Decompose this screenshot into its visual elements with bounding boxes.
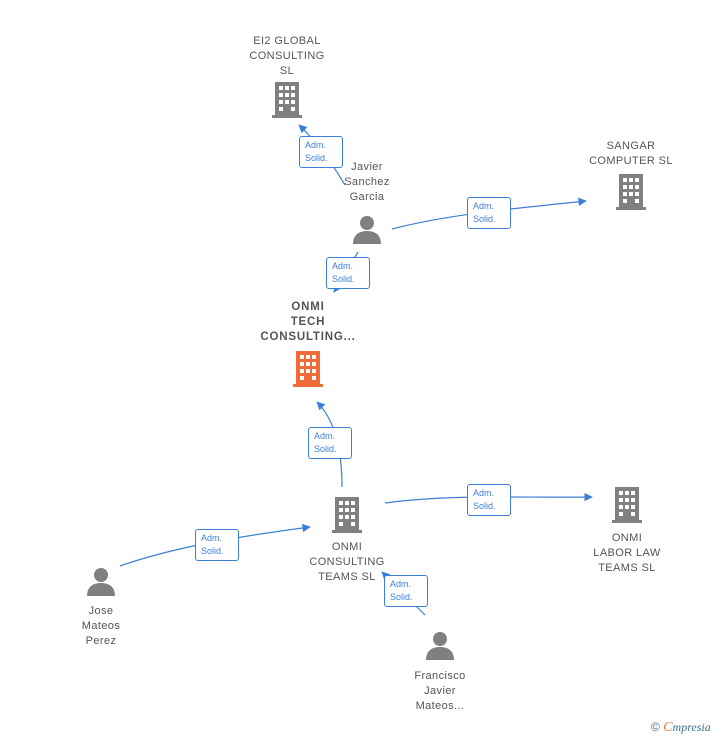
edge-tag-jose-onmi-consulting[interactable]: Adm. Solid. bbox=[195, 529, 239, 561]
tag-line: Solid. bbox=[305, 153, 328, 163]
copyright-icon: © bbox=[651, 720, 660, 734]
tag-line: Adm. bbox=[473, 488, 495, 498]
tag-line: Solid. bbox=[473, 501, 496, 511]
edge-tag-onmi-consulting-onmi-tech[interactable]: Adm. Solid. bbox=[308, 427, 352, 459]
person-icon bbox=[426, 632, 454, 660]
node-label: Javier Sanchez Garcia bbox=[331, 160, 403, 205]
brand-logo: Cmpresia bbox=[663, 720, 711, 735]
label-line: Sanchez bbox=[344, 176, 390, 188]
label-line: Perez bbox=[85, 635, 117, 647]
footer-brand[interactable]: © Cmpresia bbox=[651, 720, 711, 736]
node-label: EI2 GLOBAL CONSULTING SL bbox=[237, 34, 337, 79]
label-line: ONMI bbox=[291, 301, 325, 313]
node-ei2-global-consulting[interactable]: EI2 GLOBAL CONSULTING SL bbox=[237, 34, 337, 123]
tag-line: Adm. bbox=[473, 201, 495, 211]
building-icon bbox=[612, 487, 642, 523]
person-icon bbox=[353, 216, 381, 244]
label-line: CONSULTING... bbox=[260, 331, 356, 343]
label-line: SL bbox=[279, 65, 295, 77]
label-line: Jose bbox=[88, 605, 114, 617]
edge-tag-javier-sangar[interactable]: Adm. Solid. bbox=[467, 197, 511, 229]
tag-line: Solid. bbox=[201, 546, 224, 556]
node-javier-sanchez-garcia[interactable]: Javier Sanchez Garcia bbox=[331, 160, 403, 249]
label-line: CONSULTING bbox=[309, 556, 385, 568]
node-onmi-consulting-teams[interactable]: ONMI CONSULTING TEAMS SL bbox=[292, 497, 402, 585]
label-line: Garcia bbox=[349, 191, 385, 203]
brand-name: mpresia bbox=[672, 720, 711, 734]
label-line: TEAMS SL bbox=[598, 562, 656, 574]
label-line: TECH bbox=[290, 316, 326, 328]
node-francisco-javier-mateos[interactable]: Francisco Javier Mateos... bbox=[400, 630, 480, 714]
edge-tag-javier-ei2[interactable]: Adm. Solid. bbox=[299, 136, 343, 168]
node-label: Francisco Javier Mateos... bbox=[400, 669, 480, 714]
building-icon bbox=[272, 82, 302, 118]
node-onmi-tech-consulting[interactable]: ONMI TECH CONSULTING... bbox=[248, 300, 368, 392]
label-line: Mateos bbox=[81, 620, 121, 632]
node-label: Jose Mateos Perez bbox=[66, 604, 136, 649]
tag-line: Adm. bbox=[305, 140, 327, 150]
label-line: Javier bbox=[424, 685, 456, 697]
tag-line: Solid. bbox=[332, 274, 355, 284]
tag-line: Adm. bbox=[314, 431, 336, 441]
tag-line: Adm. bbox=[390, 579, 412, 589]
edge-tag-onmi-consulting-onmi-labor[interactable]: Adm. Solid. bbox=[467, 484, 511, 516]
label-line: ONMI bbox=[331, 541, 363, 553]
node-label: SANGAR COMPUTER SL bbox=[576, 139, 686, 169]
person-icon bbox=[87, 568, 115, 596]
node-sangar-computer[interactable]: SANGAR COMPUTER SL bbox=[576, 139, 686, 215]
tag-line: Solid. bbox=[390, 592, 413, 602]
node-jose-mateos-perez[interactable]: Jose Mateos Perez bbox=[66, 566, 136, 649]
edge-tag-francisco-onmi-consulting[interactable]: Adm. Solid. bbox=[384, 575, 428, 607]
node-label: ONMI TECH CONSULTING... bbox=[248, 300, 368, 345]
building-icon-main bbox=[293, 351, 323, 387]
tag-line: Adm. bbox=[332, 261, 354, 271]
label-line: EI2 GLOBAL bbox=[253, 35, 321, 47]
building-icon bbox=[616, 174, 646, 210]
building-icon bbox=[332, 497, 362, 533]
edge-tag-javier-onmi-tech[interactable]: Adm. Solid. bbox=[326, 257, 370, 289]
label-line: COMPUTER SL bbox=[589, 155, 673, 167]
brand-initial: C bbox=[663, 720, 673, 735]
tag-line: Solid. bbox=[473, 214, 496, 224]
label-line: Mateos... bbox=[415, 700, 465, 712]
label-line: Javier bbox=[351, 161, 383, 173]
node-label: ONMI CONSULTING TEAMS SL bbox=[292, 540, 402, 585]
label-line: LABOR LAW bbox=[593, 547, 661, 559]
label-line: SANGAR bbox=[606, 140, 656, 152]
tag-line: Solid. bbox=[314, 444, 337, 454]
node-onmi-labor-law-teams[interactable]: ONMI LABOR LAW TEAMS SL bbox=[572, 487, 682, 576]
label-line: ONMI bbox=[611, 532, 643, 544]
label-line: TEAMS SL bbox=[318, 571, 376, 583]
tag-line: Adm. bbox=[201, 533, 223, 543]
node-label: ONMI LABOR LAW TEAMS SL bbox=[572, 531, 682, 576]
label-line: Francisco bbox=[414, 670, 466, 682]
label-line: CONSULTING bbox=[249, 50, 325, 62]
